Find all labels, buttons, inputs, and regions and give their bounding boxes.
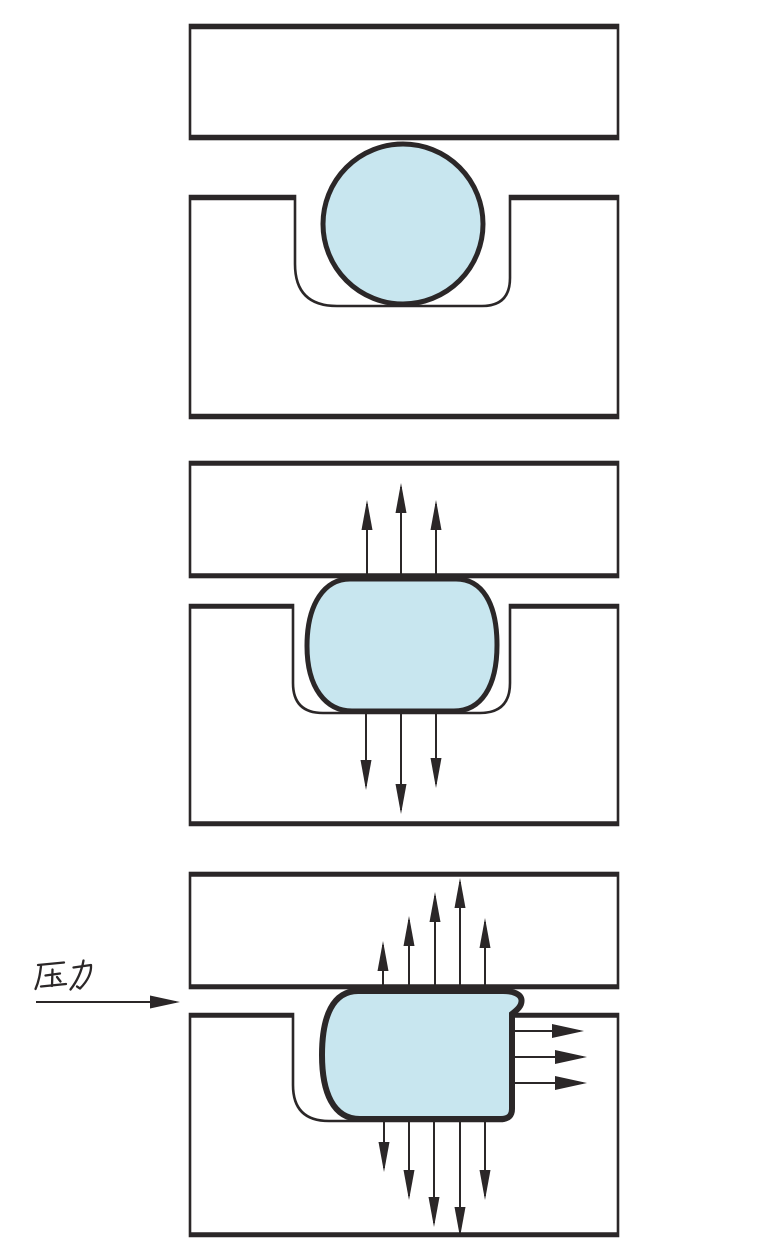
- arrow-head: [361, 500, 373, 530]
- contact-pressure-arrows-down: [360, 713, 442, 814]
- lower-plate-edges: [190, 1013, 618, 1237]
- lower-plate-with-groove: [188, 603, 620, 827]
- arrow-head: [395, 784, 407, 814]
- arrow-head: [479, 918, 491, 948]
- lower-plate-edges: [190, 195, 618, 419]
- arrow-head: [428, 1197, 440, 1227]
- o-ring-free: [320, 141, 486, 307]
- upper-plate: [188, 460, 620, 579]
- pressure-label: [34, 959, 93, 991]
- o-ring-pressurized: [318, 988, 525, 1122]
- pressure-inlet-arrow: [36, 995, 180, 1009]
- arrow-head: [555, 1076, 587, 1090]
- arrow-head: [403, 1170, 415, 1200]
- arrow-head: [378, 1142, 390, 1172]
- lower-plate-edges: [190, 604, 618, 826]
- contact-pressure-arrows-right: [510, 1024, 587, 1090]
- upper-plate: [188, 871, 620, 990]
- panel-stage3: [34, 871, 620, 1238]
- arrow-head: [454, 878, 466, 908]
- arrow-head: [395, 483, 407, 513]
- upper-plate-edges: [190, 24, 618, 140]
- arrow-head: [429, 892, 441, 922]
- panel-stage1: [188, 23, 620, 420]
- arrow-head: [479, 1170, 491, 1200]
- upper-plate-edges: [190, 461, 618, 578]
- panel-stage2: [188, 460, 620, 827]
- arrow-head: [555, 1050, 587, 1064]
- lower-plate-with-groove: [188, 194, 620, 420]
- upper-plate-edges: [190, 872, 618, 989]
- glyph-ya: [34, 961, 68, 991]
- contact-pressure-arrows-up: [361, 483, 442, 577]
- arrow-head: [377, 941, 389, 971]
- o-ring-compressed: [304, 576, 500, 714]
- upper-plate: [188, 23, 620, 141]
- arrow-head: [150, 995, 180, 1009]
- contact-pressure-arrows-up: [377, 878, 491, 990]
- arrow-head: [552, 1024, 584, 1038]
- arrow-head: [454, 1207, 466, 1237]
- glyph-li: [69, 959, 93, 991]
- arrow-head: [430, 758, 442, 788]
- arrow-head: [403, 916, 415, 946]
- contact-pressure-arrows-down: [378, 1121, 491, 1237]
- arrow-head: [430, 500, 442, 530]
- arrow-head: [360, 760, 372, 790]
